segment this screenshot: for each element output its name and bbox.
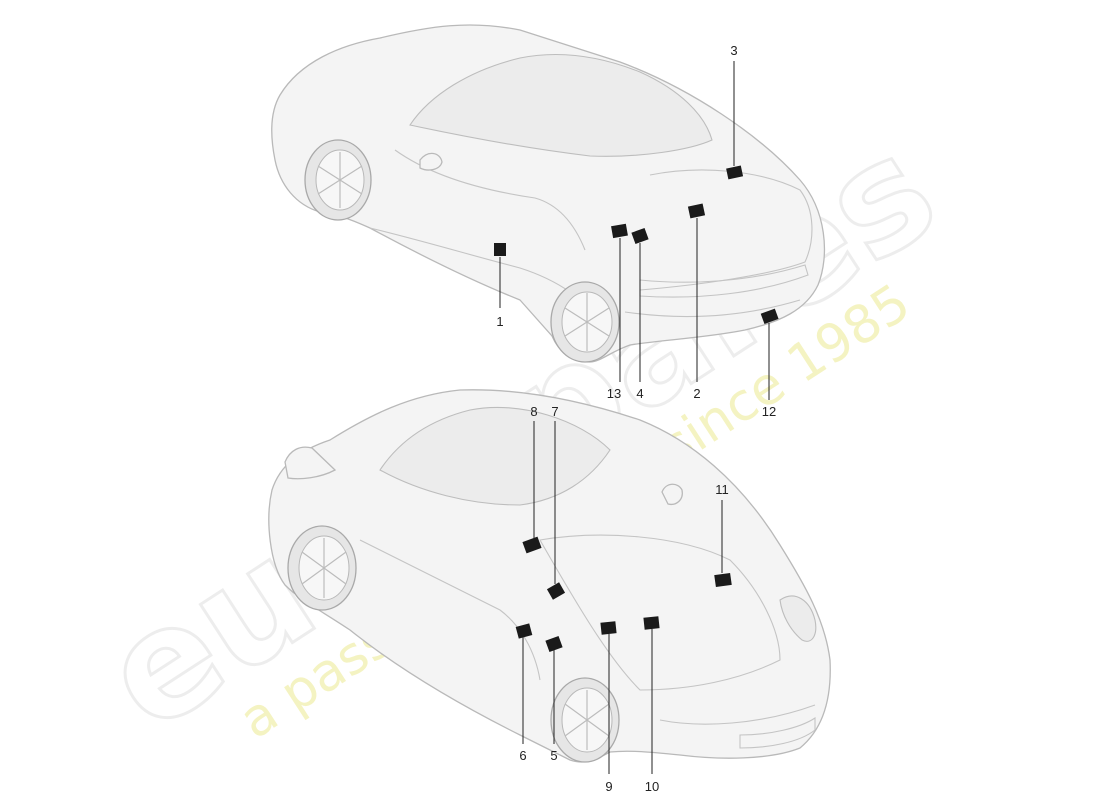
label-patch-10 <box>643 616 660 630</box>
car-front-windscreen <box>379 406 611 506</box>
callout-6[interactable]: 6 <box>515 623 533 763</box>
label-patch-6 <box>515 623 533 639</box>
callout-10[interactable]: 10 <box>643 616 660 794</box>
car-rear-front-wheel <box>304 139 372 221</box>
callout-1[interactable]: 1 <box>494 243 506 329</box>
label-patch-4 <box>631 227 649 245</box>
label-patch-1 <box>494 243 506 256</box>
callout-number-6: 6 <box>519 748 526 763</box>
label-patch-12 <box>760 308 779 325</box>
callout-12[interactable]: 12 <box>760 308 779 419</box>
car-front-rear-deck <box>284 446 337 480</box>
callout-number-10: 10 <box>645 779 659 794</box>
car-rear-roof <box>409 53 713 157</box>
label-patch-7 <box>546 582 566 600</box>
label-patch-5 <box>545 635 563 653</box>
car-front-headlight <box>779 595 817 642</box>
car-front-mirror <box>661 483 683 506</box>
car-front-view <box>268 389 831 763</box>
label-patch-2 <box>687 203 706 219</box>
callout-11[interactable]: 11 <box>714 482 732 588</box>
car-rear-rear-wheel <box>550 281 620 363</box>
callout-9[interactable]: 9 <box>600 621 617 794</box>
callout-number-2: 2 <box>693 386 700 401</box>
callout-number-12: 12 <box>762 404 776 419</box>
callout-number-4: 4 <box>636 386 643 401</box>
callout-2[interactable]: 2 <box>687 203 706 401</box>
label-patch-11 <box>714 572 732 588</box>
callout-number-3: 3 <box>730 43 737 58</box>
car-rear-view <box>271 24 826 363</box>
callout-8[interactable]: 8 <box>522 404 542 554</box>
callout-number-9: 9 <box>605 779 612 794</box>
car-front-rear-wheel <box>287 525 357 611</box>
callout-number-1: 1 <box>496 314 503 329</box>
callout-number-7: 7 <box>551 404 558 419</box>
callout-number-5: 5 <box>550 748 557 763</box>
car-front-front-wheel <box>550 677 620 763</box>
callout-4[interactable]: 4 <box>631 227 649 401</box>
car-rear-side-sill <box>369 227 571 293</box>
car-rear-mirror <box>419 152 443 171</box>
callout-number-13: 13 <box>607 386 621 401</box>
car-rear-bumper <box>624 299 801 318</box>
callout-number-11: 11 <box>715 482 729 497</box>
callout-7[interactable]: 7 <box>546 404 566 600</box>
label-patch-13 <box>611 223 628 239</box>
label-patch-3 <box>726 165 744 180</box>
car-front-fascia <box>659 704 816 725</box>
callout-13[interactable]: 13 <box>607 223 628 401</box>
label-patch-9 <box>600 621 617 635</box>
label-patch-8 <box>522 536 542 554</box>
callout-5[interactable]: 5 <box>545 635 563 763</box>
car-rear-tail-light <box>639 264 809 298</box>
callout-number-8: 8 <box>530 404 537 419</box>
car-front-door-line <box>359 539 541 681</box>
car-front-intake <box>739 716 816 749</box>
callout-3[interactable]: 3 <box>726 43 744 180</box>
